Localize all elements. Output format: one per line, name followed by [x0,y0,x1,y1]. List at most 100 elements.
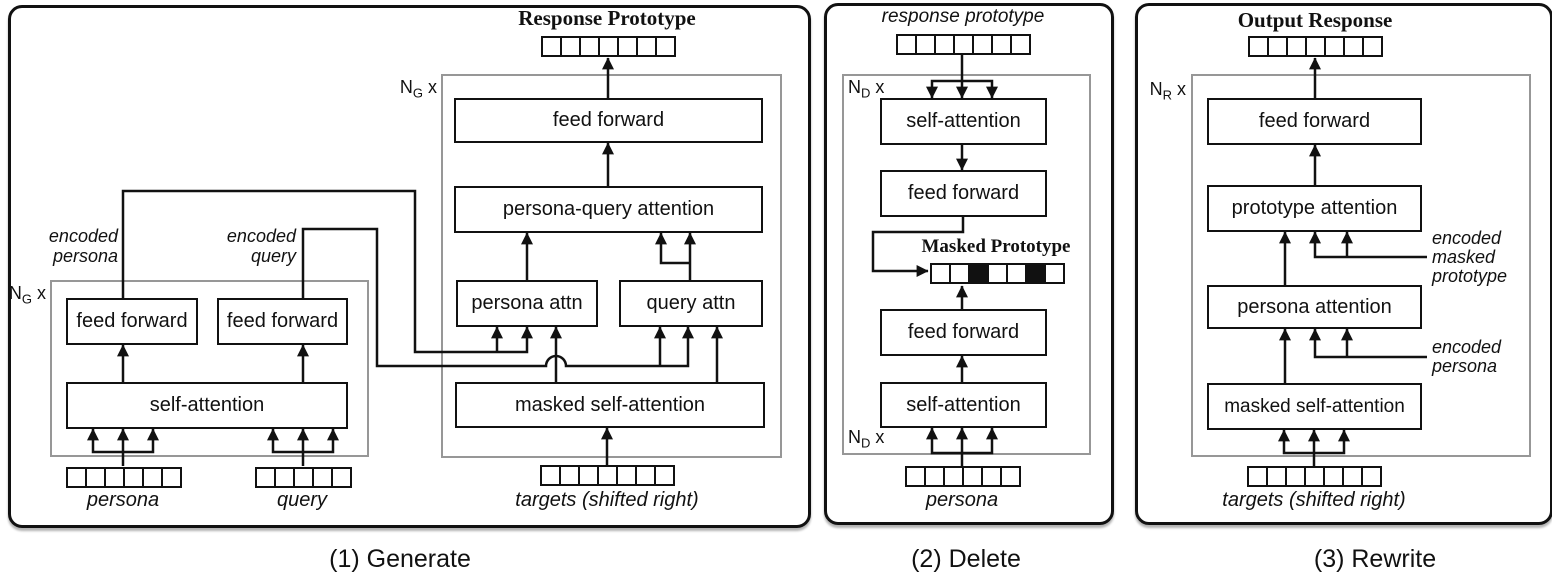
token-cell [142,467,163,488]
token-cell [1267,36,1288,57]
box-persona-attn: persona attn [456,280,598,327]
token-cell [1000,466,1021,487]
token-cell [1343,36,1364,57]
token-strip-masked-prototype [930,263,1065,284]
box-persona-query-attention: persona-query attention [454,186,763,233]
token-cell [968,263,989,284]
token-strip-persona-generate [66,467,182,488]
box-persona-attention: persona attention [1207,285,1422,329]
token-cell [1285,466,1306,487]
token-cell [1025,263,1046,284]
token-cell [1362,36,1383,57]
token-cell [293,467,314,488]
response-prototype-input-title: response prototype [881,6,1045,27]
targets-input-label-generate: targets (shifted right) [515,489,699,511]
token-cell [655,36,676,57]
token-cell [1342,466,1363,487]
token-cell [1247,466,1268,487]
token-cell [987,263,1008,284]
box-prototype-attention: prototype attention [1207,185,1422,232]
token-strip-targets-rewrite [1247,466,1382,487]
token-cell [1286,36,1307,57]
token-cell [617,36,638,57]
box-feed-forward-delete-bottom: feed forward [880,309,1047,356]
token-cell [915,34,936,55]
token-strip-response-prototype [541,36,676,57]
token-cell [934,34,955,55]
box-masked-self-attention-generate: masked self-attention [455,382,765,428]
caption-delete: (2) Delete [911,545,1021,573]
token-cell [616,465,637,486]
box-feed-forward-query-encoder: feed forward [217,298,348,345]
token-cell [1010,34,1031,55]
token-cell [123,467,144,488]
token-cell [274,467,295,488]
token-cell [598,36,619,57]
token-cell [1266,466,1287,487]
caption-rewrite: (3) Rewrite [1313,545,1437,573]
token-strip-targets-generate [540,465,675,486]
persona-input-label-generate: persona [86,489,160,511]
token-cell [1304,466,1325,487]
token-cell [559,465,580,486]
token-cell [654,465,675,486]
box-feed-forward-decoder: feed forward [454,98,763,143]
query-input-label: query [276,489,328,511]
token-cell [1323,466,1344,487]
token-cell [578,465,599,486]
box-feed-forward-persona-encoder: feed forward [66,298,198,345]
token-cell [1305,36,1326,57]
token-cell [85,467,106,488]
caption-generate: (1) Generate [329,545,471,573]
token-cell [1006,263,1027,284]
token-cell [560,36,581,57]
token-cell [896,34,917,55]
decoder-group-rewrite [1191,74,1531,457]
token-cell [541,36,562,57]
token-cell [255,467,276,488]
box-feed-forward-rewrite: feed forward [1207,98,1422,145]
box-query-attn: query attn [619,280,763,327]
token-cell [930,263,951,284]
token-cell [579,36,600,57]
box-self-attention-delete-top: self-attention [880,98,1047,145]
token-cell [905,466,926,487]
targets-input-label-rewrite: targets (shifted right) [1222,489,1406,511]
token-strip-persona-delete [905,466,1021,487]
panel-generate [8,5,811,528]
token-cell [972,34,993,55]
token-strip-response-prototype-input [896,34,1031,55]
token-cell [924,466,945,487]
box-masked-self-attention-rewrite: masked self-attention [1207,383,1422,430]
token-cell [1044,263,1065,284]
token-strip-output-response [1248,36,1383,57]
persona-input-label-delete: persona [925,489,999,511]
token-cell [943,466,964,487]
token-cell [1361,466,1382,487]
response-prototype-title: Response Prototype [518,6,696,30]
token-cell [962,466,983,487]
token-cell [1324,36,1345,57]
panel-rewrite [1135,3,1552,525]
token-cell [636,36,657,57]
token-cell [1248,36,1269,57]
token-cell [540,465,561,486]
box-feed-forward-delete-top: feed forward [880,170,1047,217]
token-cell [597,465,618,486]
token-cell [635,465,656,486]
output-response-title: Output Response [1237,8,1393,32]
token-cell [66,467,87,488]
token-cell [953,34,974,55]
box-self-attention-delete-bottom: self-attention [880,382,1047,428]
token-cell [949,263,970,284]
